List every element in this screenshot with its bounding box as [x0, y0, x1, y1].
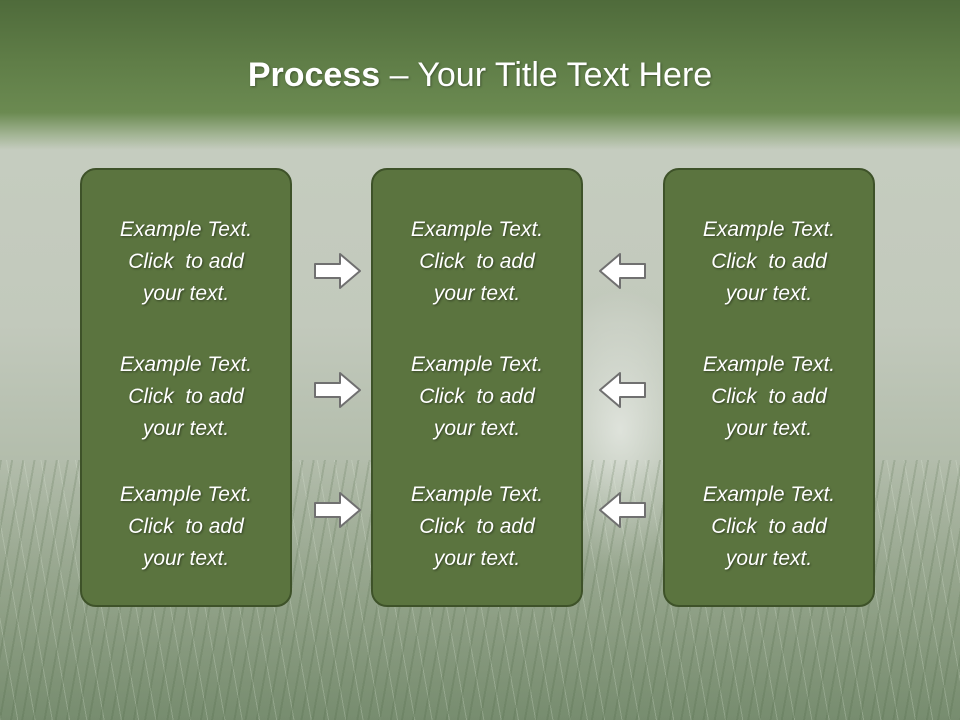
- text-line: Example Text.: [410, 353, 544, 376]
- title-bar: [0, 0, 960, 150]
- arrow-left-icon[interactable]: [597, 251, 647, 291]
- text-line: Click to add: [128, 250, 244, 273]
- text-line: your text.: [433, 547, 521, 570]
- text-line: your text.: [725, 547, 813, 570]
- arrow-left-icon[interactable]: [597, 490, 647, 530]
- process-panel-left[interactable]: Example Text. Click to add your text. Ex…: [80, 168, 292, 607]
- panel-text-item[interactable]: Example Text. Click to add your text.: [373, 479, 581, 575]
- arrow-right-icon[interactable]: [313, 251, 363, 291]
- text-line: Example Text.: [119, 483, 253, 506]
- text-line: Example Text.: [410, 218, 544, 241]
- process-panel-center[interactable]: Example Text. Click to add your text. Ex…: [371, 168, 583, 607]
- text-line: Click to add: [128, 515, 244, 538]
- slide-title[interactable]: Process – Your Title Text Here: [0, 50, 960, 100]
- text-line: Click to add: [419, 385, 535, 408]
- arrow-left-icon[interactable]: [597, 370, 647, 410]
- text-line: Example Text.: [119, 353, 253, 376]
- text-line: Click to add: [711, 385, 827, 408]
- text-line: your text.: [142, 547, 230, 570]
- text-line: your text.: [433, 417, 521, 440]
- panel-text-item[interactable]: Example Text. Click to add your text.: [373, 214, 581, 310]
- panel-text-item[interactable]: Example Text. Click to add your text.: [82, 214, 290, 310]
- text-line: Example Text.: [702, 353, 836, 376]
- text-line: your text.: [142, 417, 230, 440]
- text-line: Example Text.: [702, 218, 836, 241]
- text-line: Example Text.: [119, 218, 253, 241]
- title-bold: Process: [247, 56, 381, 94]
- text-line: Click to add: [419, 250, 535, 273]
- text-line: your text.: [433, 282, 521, 305]
- text-line: Click to add: [419, 515, 535, 538]
- process-panel-right[interactable]: Example Text. Click to add your text. Ex…: [663, 168, 875, 607]
- text-line: Click to add: [128, 385, 244, 408]
- text-line: your text.: [142, 282, 230, 305]
- panel-text-item[interactable]: Example Text. Click to add your text.: [665, 214, 873, 310]
- text-line: Click to add: [711, 250, 827, 273]
- panel-text-item[interactable]: Example Text. Click to add your text.: [82, 479, 290, 575]
- panel-text-item[interactable]: Example Text. Click to add your text.: [665, 349, 873, 445]
- text-line: Example Text.: [702, 483, 836, 506]
- panel-text-item[interactable]: Example Text. Click to add your text.: [82, 349, 290, 445]
- panel-text-item[interactable]: Example Text. Click to add your text.: [373, 349, 581, 445]
- panel-text-item[interactable]: Example Text. Click to add your text.: [665, 479, 873, 575]
- text-line: your text.: [725, 417, 813, 440]
- title-rest: – Your Title Text Here: [380, 56, 713, 94]
- text-line: Example Text.: [410, 483, 544, 506]
- arrow-right-icon[interactable]: [313, 490, 363, 530]
- text-line: Click to add: [711, 515, 827, 538]
- arrow-right-icon[interactable]: [313, 370, 363, 410]
- text-line: your text.: [725, 282, 813, 305]
